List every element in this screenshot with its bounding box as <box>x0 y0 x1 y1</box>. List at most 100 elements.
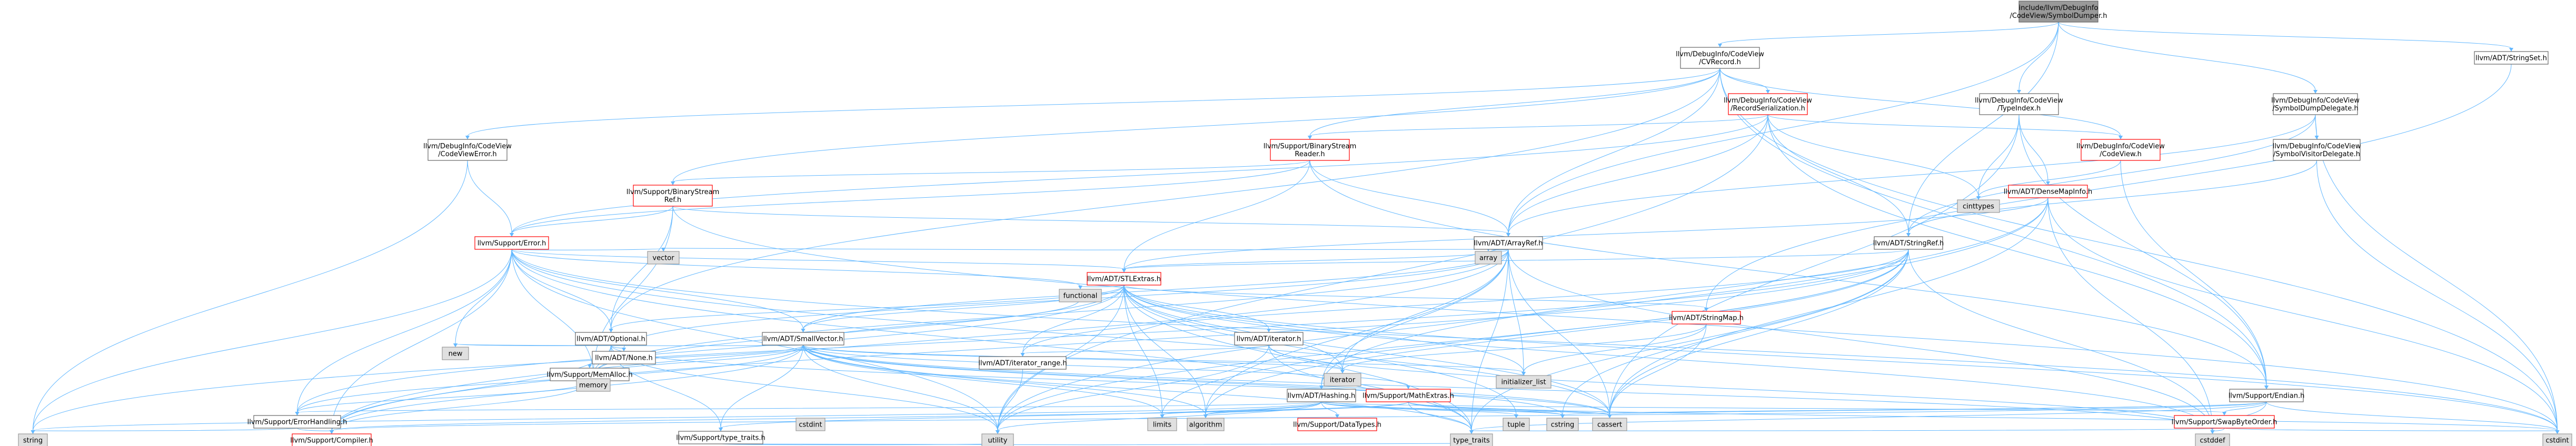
dependency-edge <box>663 248 1509 250</box>
node-label: llvm/Support/ErrorHandling.h <box>247 419 347 427</box>
dependency-edge <box>1321 197 2048 387</box>
node-codeviewerror[interactable]: llvm/DebugInfo/CodeView/CodeViewError.h <box>423 139 512 161</box>
node-box <box>2195 433 2230 446</box>
node-box <box>1270 139 1350 161</box>
node-optional[interactable]: llvm/ADT/Optional.h <box>575 332 647 346</box>
node-hashing[interactable]: llvm/ADT/Hashing.h <box>1287 389 1356 402</box>
node-root[interactable]: include/llvm/DebugInfo/CodeView/SymbolDu… <box>2010 1 2107 23</box>
node-label: /CodeViewError.h <box>438 150 496 158</box>
dependency-edge <box>511 160 1310 234</box>
dependency-edge <box>1767 114 2121 137</box>
node-cvrecord[interactable]: llvm/DebugInfo/CodeView/CVRecord.h <box>1676 47 1764 69</box>
node-symbolvisitordelegate[interactable]: llvm/DebugInfo/CodeView/SymbolVisitorDel… <box>2273 139 2361 161</box>
dependency-edge <box>511 249 1125 270</box>
node-none[interactable]: llvm/ADT/None.h <box>592 351 656 364</box>
node-typetraits[interactable]: llvm/Support/type_traits.h <box>676 431 765 444</box>
node-label: llvm/DebugInfo/CodeView <box>2273 143 2361 150</box>
dependency-edge <box>1321 249 1509 387</box>
node-stringmap[interactable]: llvm/ADT/StringMap.h <box>1669 311 1744 325</box>
node-label: /CodeView/SymbolDumper.h <box>2010 12 2107 20</box>
dependency-edge <box>511 249 998 431</box>
node-label: llvm/DebugInfo/CodeView <box>423 143 512 150</box>
node-box <box>427 139 508 161</box>
edge-arrowhead <box>2017 90 2021 94</box>
node-label: llvm/ADT/STLExtras.h <box>1087 276 1161 283</box>
node-errorhandling[interactable]: llvm/Support/ErrorHandling.h <box>247 415 347 429</box>
node-initializerlist: initializer_list <box>1496 375 1551 389</box>
node-memalloc[interactable]: llvm/Support/MemAlloc.h <box>546 368 633 381</box>
dependency-edge <box>611 344 1610 415</box>
node-iterator: iterator <box>1324 373 1361 387</box>
node-cstdint2: cstdint <box>795 418 825 431</box>
node-label: string <box>23 437 43 445</box>
node-box <box>2542 433 2572 446</box>
dependency-edge <box>467 160 512 234</box>
dependency-edge <box>672 160 1310 183</box>
node-box <box>2008 185 2088 198</box>
node-mathextras[interactable]: llvm/Support/MathExtras.h <box>1362 389 1454 402</box>
dependency-edge <box>1767 114 2267 387</box>
node-stringref[interactable]: llvm/ADT/StringRef.h <box>1873 236 1944 250</box>
node-iteratorrange[interactable]: llvm/ADT/iterator_range.h <box>978 356 1067 370</box>
node-typeindex[interactable]: llvm/DebugInfo/CodeView/TypeIndex.h <box>1975 93 2063 115</box>
node-label: cstdint <box>2545 437 2569 445</box>
dependency-edge <box>2018 114 2048 183</box>
dependency-edge <box>33 428 297 431</box>
dependency-edge <box>1719 68 2267 387</box>
dependency-edge <box>2058 22 2316 91</box>
node-algorithm: algorithm <box>1187 418 1225 431</box>
node-compiler[interactable]: llvm/Support/Compiler.h <box>290 433 373 446</box>
node-label: functional <box>1063 292 1098 300</box>
dependency-edge <box>1908 160 2317 234</box>
dependency-edge <box>1123 160 1310 270</box>
node-label: Ref.h <box>664 196 681 204</box>
node-box <box>2273 93 2358 115</box>
node-endian[interactable]: llvm/Support/Endian.h <box>2229 389 2305 402</box>
node-label: include/llvm/DebugInfo <box>2019 4 2098 12</box>
node-label: cassert <box>1597 421 1622 429</box>
dependency-edge <box>803 344 1343 371</box>
node-label: llvm/Support/type_traits.h <box>676 434 765 442</box>
dependency-edge <box>511 249 611 330</box>
node-densemapinfo[interactable]: llvm/ADT/DenseMapInfo.h <box>2004 185 2092 198</box>
dependency-edge <box>611 285 1125 330</box>
node-label: llvm/ADT/StringMap.h <box>1669 315 1744 322</box>
node-swapbyteorder[interactable]: llvm/Support/SwapByteOrder.h <box>2172 415 2277 429</box>
node-smallvector[interactable]: llvm/ADT/SmallVector.h <box>762 332 844 346</box>
dependency-edge <box>1609 114 2020 415</box>
dependency-edge <box>1508 249 1524 373</box>
dependency-edge <box>455 249 512 344</box>
node-label: Reader.h <box>1295 150 1325 158</box>
node-cstddef: cstddef <box>2195 433 2230 446</box>
dependency-edge <box>803 344 1610 415</box>
node-box <box>442 347 469 360</box>
node-arrayref[interactable]: llvm/ADT/ArrayRef.h <box>1474 236 1543 250</box>
node-stringset[interactable]: llvm/ADT/StringSet.h <box>2474 51 2549 65</box>
node-recordserialization[interactable]: llvm/DebugInfo/CodeView/RecordSerializat… <box>1724 93 1812 115</box>
node-box <box>1324 373 1361 387</box>
dependency-edge <box>331 380 590 431</box>
edge-arrowhead <box>453 343 457 347</box>
node-symboldumpdelegate[interactable]: llvm/DebugInfo/CodeView/SymbolDumpDelega… <box>2271 93 2360 115</box>
dependency-edge <box>2018 22 2059 91</box>
edge-arrowhead <box>2046 181 2050 185</box>
dependency-edge <box>1321 401 1517 415</box>
edge-arrowhead <box>1976 196 1981 200</box>
node-stlextras[interactable]: llvm/ADT/STLExtras.h <box>1087 272 1161 286</box>
node-box <box>1475 251 1502 265</box>
node-label: llvm/DebugInfo/CodeView <box>1975 97 2063 105</box>
dependency-edge <box>1321 401 1338 415</box>
node-cstdint: cstdint <box>2542 433 2572 446</box>
node-datatypes[interactable]: llvm/Support/DataTypes.h <box>1293 418 1381 431</box>
dependency-edge <box>803 344 1206 415</box>
graph-nodes: include/llvm/DebugInfo/CodeView/SymbolDu… <box>18 1 2572 446</box>
node-error[interactable]: llvm/Support/Error.h <box>474 236 549 250</box>
node-adtiterator[interactable]: llvm/ADT/iterator.h <box>1234 332 1304 346</box>
node-label: llvm/DebugInfo/CodeView <box>2271 97 2360 105</box>
node-codeview[interactable]: llvm/DebugInfo/CodeView/CodeView.h <box>2076 139 2165 161</box>
node-box <box>18 433 48 446</box>
node-box <box>1503 418 1530 431</box>
node-box <box>795 418 825 431</box>
